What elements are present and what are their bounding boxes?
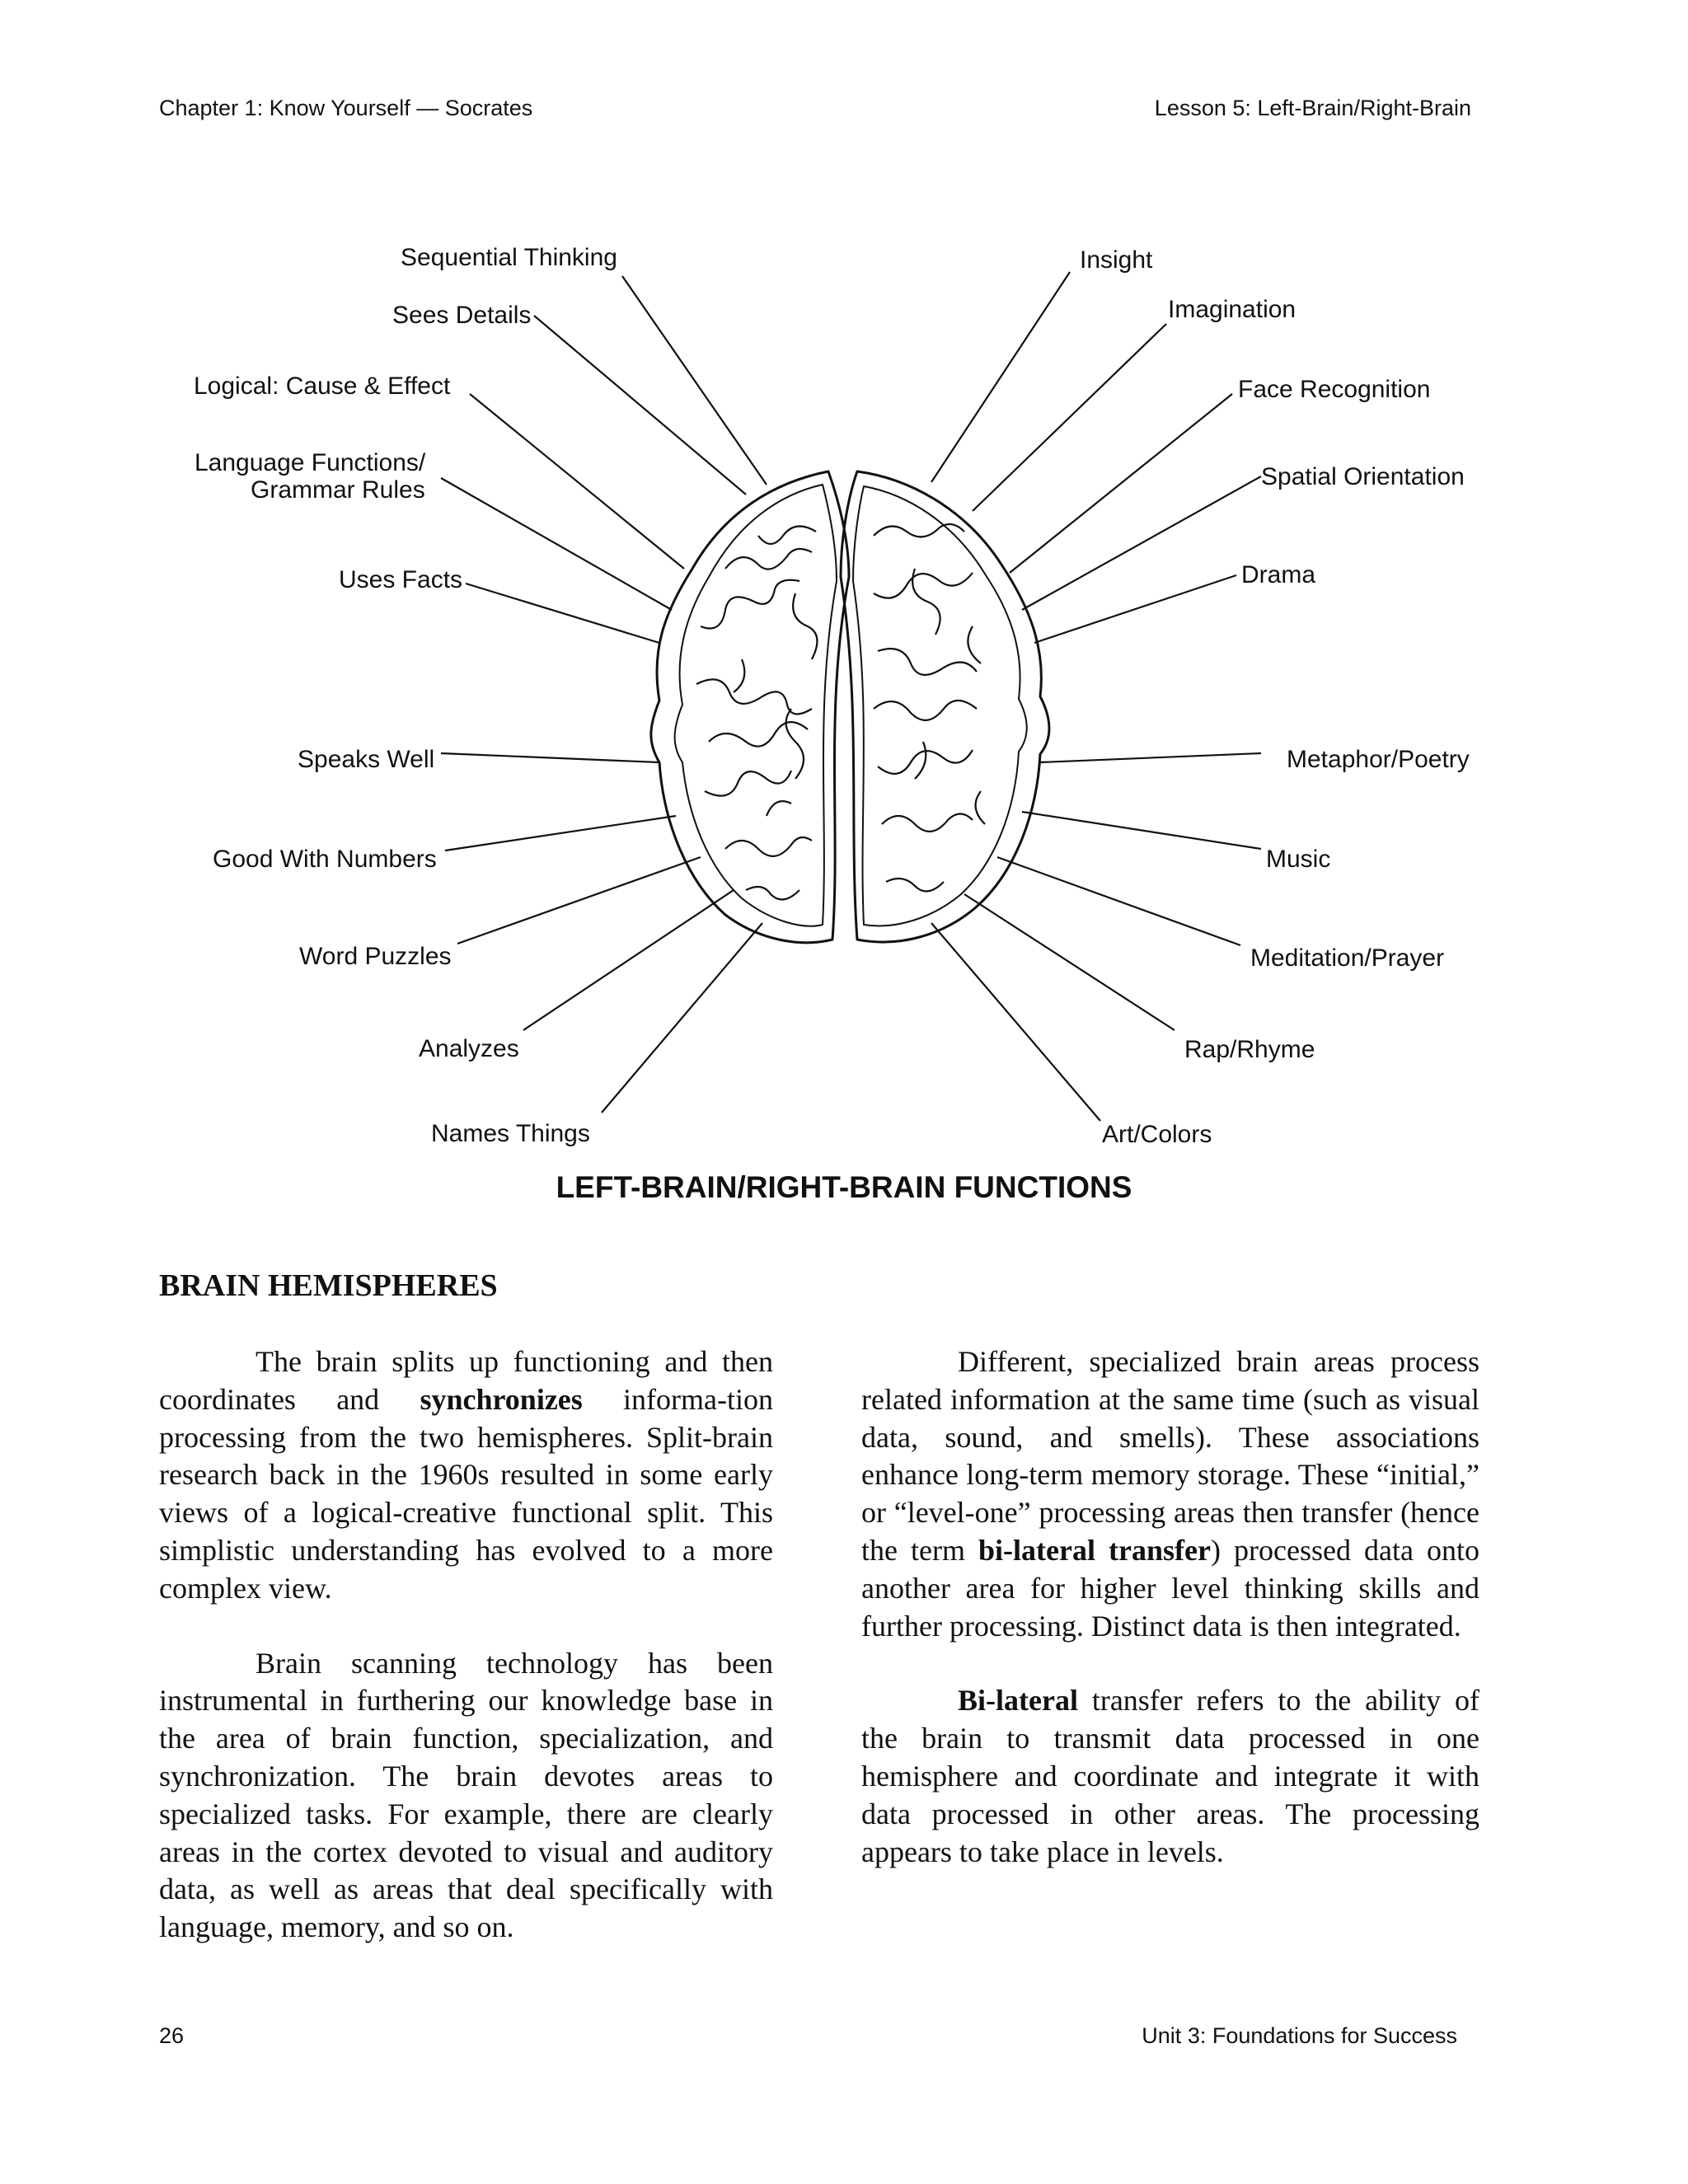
right-column: Different, specialized brain areas proce… <box>861 1343 1479 1908</box>
label-sequential-thinking: Sequential Thinking <box>401 244 617 271</box>
section-heading: BRAIN HEMISPHERES <box>159 1268 498 1303</box>
label-language-functions: Language Functions/ <box>195 449 426 476</box>
left-column: The brain splits up functioning and then… <box>159 1343 773 1984</box>
leader-lines <box>440 271 1262 1122</box>
right-paragraph-2: Bi-lateral transfer refers to the abilit… <box>861 1684 1479 1868</box>
label-grammar-rules: Grammar Rules <box>251 476 425 504</box>
right-hemisphere <box>839 470 1051 944</box>
label-music: Music <box>1266 846 1330 873</box>
left-gyri <box>696 525 818 901</box>
page-number: 26 <box>159 2023 185 2048</box>
label-spatial-orientation: Spatial Orientation <box>1261 463 1465 490</box>
right-hemisphere-inner <box>852 485 1028 927</box>
label-uses-facts: Uses Facts <box>339 566 462 593</box>
left-paragraph-1: The brain splits up functioning and then… <box>159 1345 774 1605</box>
right-paragraph-1: Different, specialized brain areas proce… <box>861 1345 1479 1643</box>
label-insight: Insight <box>1080 246 1153 274</box>
label-drama: Drama <box>1241 561 1315 588</box>
left-hemisphere <box>649 470 851 944</box>
footer-unit: Unit 3: Foundations for Success <box>1142 2023 1457 2048</box>
right-labels: Insight Imagination Face Recognition Spa… <box>1080 246 1470 1148</box>
label-meditation-prayer: Meditation/Prayer <box>1250 944 1444 972</box>
label-word-puzzles: Word Puzzles <box>299 943 452 970</box>
figure-caption: LEFT-BRAIN/RIGHT-BRAIN FUNCTIONS <box>556 1170 1132 1204</box>
label-good-with-numbers: Good With Numbers <box>213 846 437 873</box>
left-labels: Sequential Thinking Sees Details Logical… <box>194 244 617 1147</box>
label-logical-cause-effect: Logical: Cause & Effect <box>194 373 451 400</box>
bold-term-synchronizes: synchronizes <box>420 1382 583 1416</box>
label-rap-rhyme: Rap/Rhyme <box>1184 1036 1315 1063</box>
bold-term-bilateral: Bi-lateral <box>958 1684 1078 1718</box>
label-art-colors: Art/Colors <box>1102 1121 1212 1148</box>
label-face-recognition: Face Recognition <box>1238 376 1430 403</box>
brain-illustration <box>649 470 1051 944</box>
bold-term-bilateral-transfer: bi-lateral transfer <box>978 1533 1211 1567</box>
left-hemisphere-inner <box>673 484 837 927</box>
label-imagination: Imagination <box>1168 296 1296 323</box>
label-names-things: Names Things <box>431 1120 590 1147</box>
left-paragraph-2: Brain scanning technology has been instr… <box>159 1646 773 1944</box>
running-head-left: Chapter 1: Know Yourself — Socrates <box>159 96 533 120</box>
label-sees-details: Sees Details <box>392 302 531 329</box>
right-gyri <box>873 523 986 893</box>
label-metaphor-poetry: Metaphor/Poetry <box>1287 746 1470 773</box>
label-speaks-well: Speaks Well <box>298 746 434 773</box>
running-head-right: Lesson 5: Left-Brain/Right-Brain <box>1154 96 1471 120</box>
brain-diagram: Sequential Thinking Sees Details Logical… <box>194 244 1470 1148</box>
label-analyzes: Analyzes <box>419 1035 519 1062</box>
